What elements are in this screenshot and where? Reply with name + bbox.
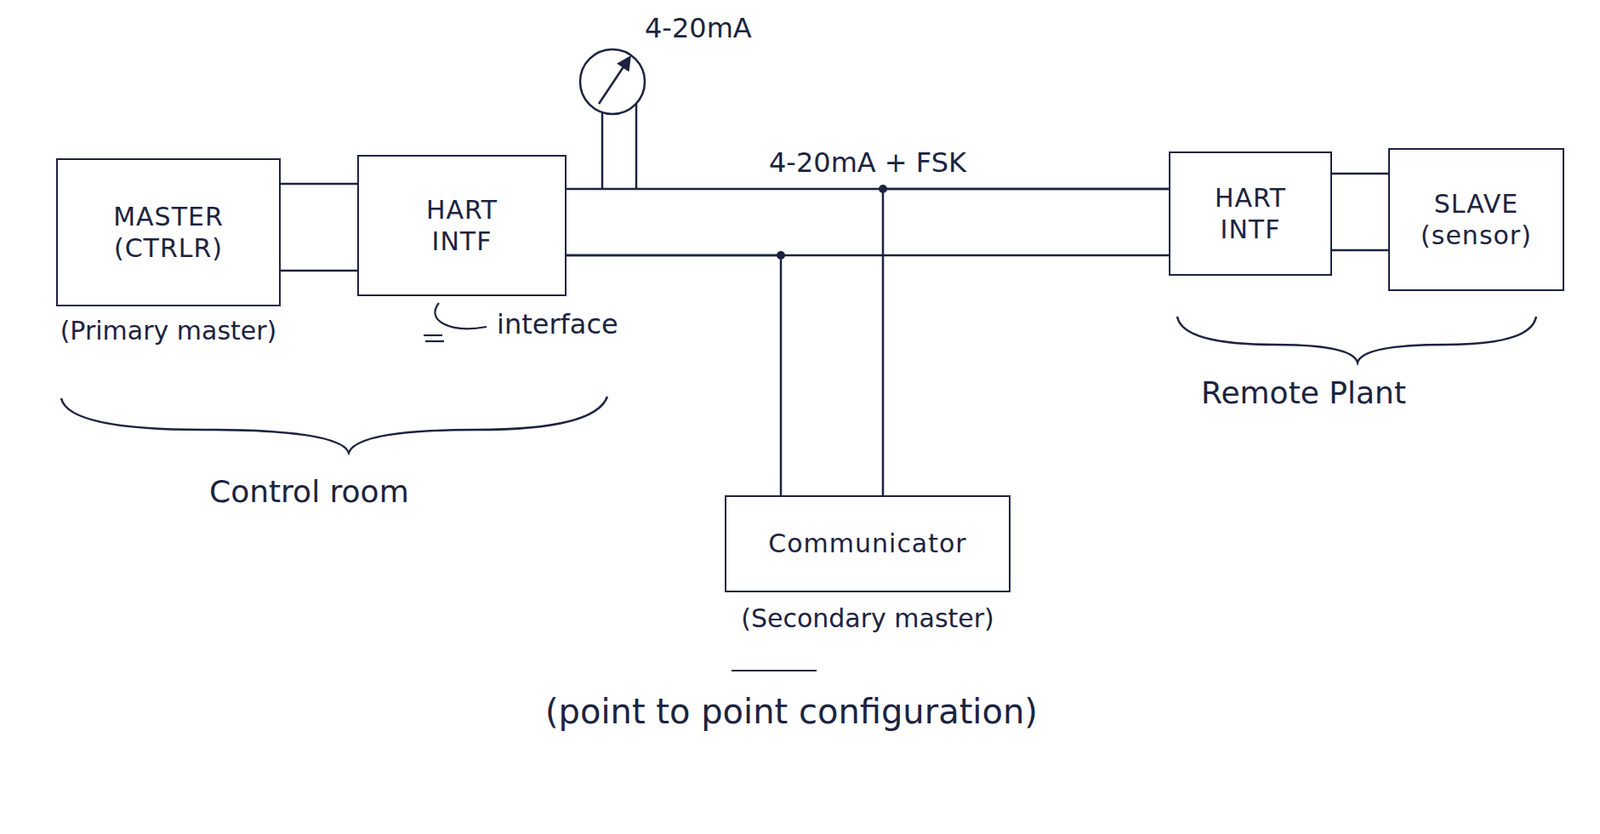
signal-label: 4-20mA + FSK <box>763 146 972 179</box>
note-label: interface <box>496 307 619 341</box>
signal-label: 4-20mA <box>644 11 752 45</box>
figure-caption: (point to point configuration) <box>545 690 1038 732</box>
signal-wire <box>566 255 781 496</box>
signal-wire <box>280 182 358 186</box>
underline <box>731 669 817 672</box>
signal-wire <box>1332 172 1389 176</box>
junction-dot <box>776 184 888 260</box>
box-text: MASTER (CTRLR) <box>96 200 241 265</box>
role-note: (Secondary master) <box>740 602 995 635</box>
controller-box: MASTER (CTRLR)(Primary master) <box>56 158 281 307</box>
area-label: Remote Plant <box>1201 374 1407 411</box>
meter-symbol <box>580 49 645 189</box>
curly-brace <box>61 316 1537 453</box>
signal-wire <box>280 269 358 273</box>
box-text: HART INTF <box>1195 182 1306 246</box>
interface-box: HART INTF <box>1168 151 1333 276</box>
sensor-box: SLAVE (sensor) <box>1388 148 1565 291</box>
box-text: Communicator <box>768 527 967 560</box>
area-label: Control room <box>209 472 410 510</box>
role-note: (Primary master) <box>57 314 280 348</box>
box-text: HART INTF <box>406 193 518 258</box>
signal-wire <box>882 188 1169 496</box>
interface-box: HART INTF <box>357 154 567 297</box>
leader-line <box>423 302 487 342</box>
signal-wire <box>1332 249 1389 252</box>
box-text: SLAVE (sensor) <box>1401 187 1551 252</box>
communicator-box: Communicator(Secondary master) <box>724 495 1011 593</box>
